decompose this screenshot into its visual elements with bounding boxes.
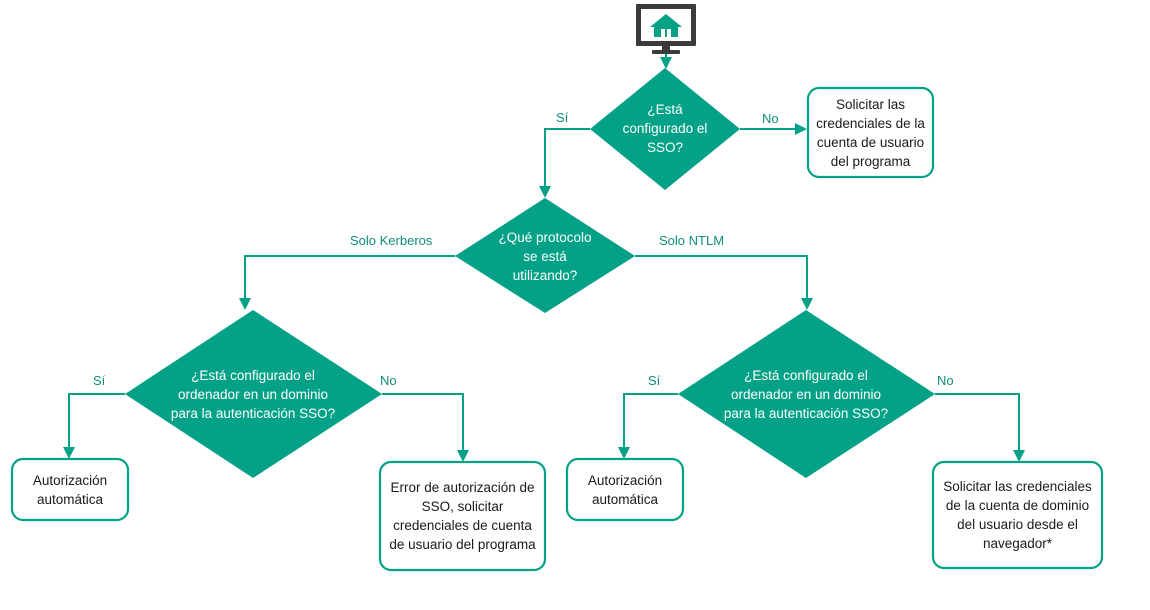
box-request-domain-credentials-browser-label: Solicitar las credenciales de la cuenta … [943, 479, 1092, 551]
edge-d1-no-to-b1 [740, 123, 807, 135]
edge-label-d4-no: No [937, 373, 954, 388]
box-request-program-user-credentials[interactable] [806, 86, 935, 179]
edge-label-d1-no: No [762, 111, 779, 126]
edge-d3-si-to-b2 [63, 393, 125, 459]
box-sso-authorization-error-label: Error de autorización de SSO, solicitar … [389, 480, 536, 552]
edge-label-d4-si: Sí [648, 373, 661, 388]
edge-start-to-d1 [660, 54, 672, 69]
box-automatic-authorization-ntlm[interactable] [565, 457, 685, 522]
box-automatic-authorization-kerberos[interactable] [10, 457, 130, 522]
decision-domain-configured-ntlm[interactable] [678, 310, 935, 478]
box-request-domain-credentials-browser[interactable] [931, 460, 1104, 570]
decision-which-protocol[interactable] [455, 198, 635, 313]
edge-label-d3-no: No [380, 373, 397, 388]
edge-label-d2-ntlm: Solo NTLM [659, 233, 725, 248]
edge-label-d3-si: Sí [93, 373, 106, 388]
edge-label-d1-si: Sí [556, 110, 569, 125]
box-request-program-user-credentials-label: Solicitar las credenciales de la cuenta … [816, 96, 925, 169]
edge-d2-kerberos-to-d3 [239, 255, 455, 310]
monitor-home-icon [636, 4, 696, 54]
edge-d3-no-to-b3 [382, 393, 469, 462]
edge-d1-si-to-d2 [539, 128, 590, 198]
decision-domain-configured-kerberos[interactable] [125, 310, 382, 478]
edge-d4-no-to-b5 [935, 393, 1025, 462]
edge-d4-si-to-b4 [618, 393, 678, 459]
box-automatic-authorization-kerberos-label: Autorización automática [32, 472, 108, 507]
edge-d2-ntlm-to-d4 [635, 255, 813, 310]
box-sso-authorization-error[interactable] [378, 460, 547, 572]
box-automatic-authorization-ntlm-label: Autorización automática [587, 472, 663, 507]
decision-sso-configured[interactable] [590, 68, 740, 190]
edge-label-d2-kerberos: Solo Kerberos [350, 233, 433, 248]
